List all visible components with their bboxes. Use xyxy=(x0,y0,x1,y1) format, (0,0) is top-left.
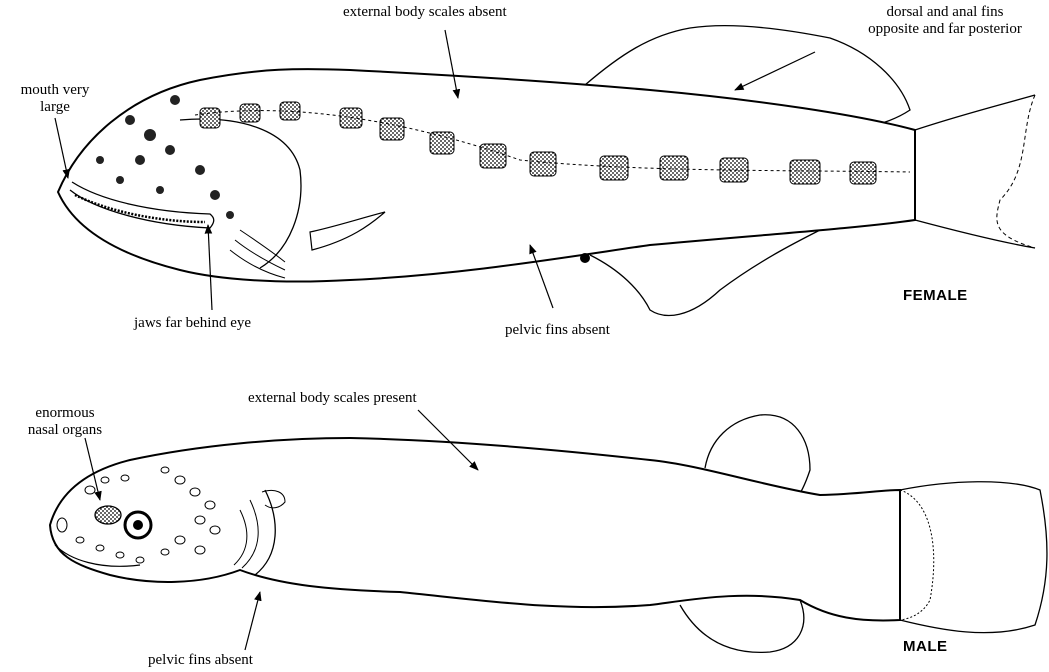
male-pelvic-label: pelvic fins absent xyxy=(148,652,253,669)
male-sex-label: MALE xyxy=(903,638,948,655)
male-nasal-line1: enormous xyxy=(10,405,120,422)
male-nasal-label: enormous nasal organs xyxy=(10,405,120,439)
female-fins-posterior-label: dorsal and anal fins opposite and far po… xyxy=(845,4,1045,38)
female-fins-line1: dorsal and anal fins xyxy=(845,4,1045,21)
female-mouth-label: mouth very large xyxy=(5,82,105,116)
female-fins-line2: opposite and far posterior xyxy=(845,21,1045,38)
female-sex-label: FEMALE xyxy=(903,287,968,304)
male-scales-present-label: external body scales present xyxy=(248,390,417,407)
female-mouth-line1: mouth very xyxy=(5,82,105,99)
male-caudal-fin xyxy=(900,482,1047,633)
arrow-pelvic-male xyxy=(245,592,260,650)
male-anal-fin xyxy=(680,600,804,652)
female-fish-drawing xyxy=(58,26,1035,316)
female-jaws-label: jaws far behind eye xyxy=(134,315,251,332)
arrow-mouth xyxy=(55,118,68,178)
male-fish-drawing xyxy=(50,415,1047,653)
female-caudal-fin xyxy=(915,95,1035,248)
female-scales-absent-label: external body scales absent xyxy=(343,4,507,21)
female-mouth-line2: large xyxy=(5,99,105,116)
female-pelvic-label: pelvic fins absent xyxy=(505,322,610,339)
male-nasal-line2: nasal organs xyxy=(10,422,120,439)
